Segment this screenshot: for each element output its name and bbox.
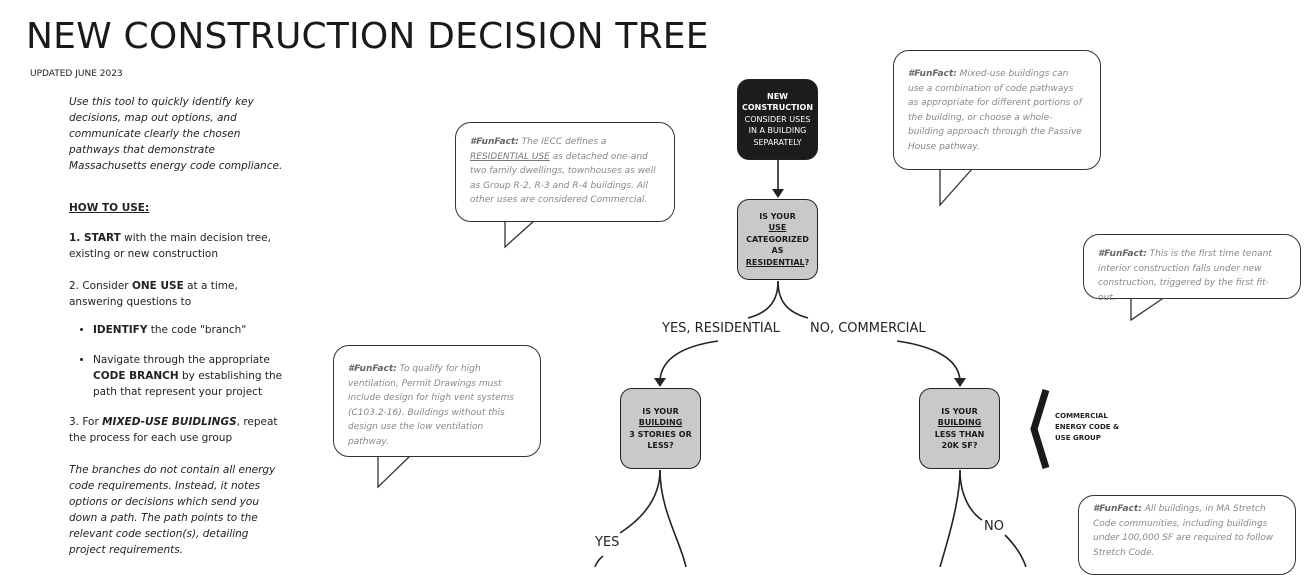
node-text: IS YOUR (642, 406, 679, 416)
node-residential-question[interactable]: IS YOUR USE CATEGORIZED AS RESIDENTIAL? (737, 199, 818, 280)
funfact-mixed-use: #FunFact: Mixed-use buildings can use a … (893, 50, 1101, 170)
bullet-navigate: Navigate through the appropriate CODE BR… (93, 352, 284, 400)
funfact-residential-use: #FunFact: The IECC defines a RESIDENTIAL… (455, 122, 675, 222)
bubble-tail-icon (939, 168, 973, 207)
funfact-tag: #FunFact: (470, 137, 519, 147)
funfact-stretch-code: #FunFact: All buildings, in MA Stretch C… (1078, 495, 1296, 575)
funfact-text: as detached one-and two family dwellings… (470, 151, 656, 206)
node-text: IS YOUR (941, 406, 978, 416)
bullet-identify: IDENTIFY the code "branch" (93, 322, 284, 338)
bullet-1-text: the code "branch" (147, 324, 247, 336)
funfact-text: All buildings, in MA Stretch Code commun… (1093, 504, 1274, 558)
step-3-pre: 3. For (69, 416, 103, 428)
step-2-pre: 2. Consider (69, 280, 132, 292)
step-3-bold: MIXED-USE BUIDLINGS (102, 416, 237, 428)
step-1-bold: 1. START (69, 232, 121, 244)
node-text: RESIDENTIAL? (746, 257, 810, 269)
bullet-2-text: by establishing the path that represent … (93, 370, 283, 398)
node-text-underlined: BUILDING (937, 418, 982, 427)
node-title: NEW (767, 91, 788, 101)
funfact-tag: #FunFact: (1093, 504, 1142, 514)
node-text: CATEGORIZED AS (746, 234, 809, 256)
funfact-ventilation: #FunFact: To qualify for high ventilatio… (333, 345, 541, 457)
arrow-to-size (896, 340, 961, 381)
branch-yes-residential (747, 280, 779, 319)
branch-label-yes-residential: YES, RESIDENTIAL (662, 321, 780, 336)
node-stories-question[interactable]: IS YOUR BUILDING 3 STORIES OR LESS? (620, 388, 701, 469)
arrow-to-stories (659, 340, 719, 381)
bullet-1-bold: IDENTIFY (93, 324, 148, 336)
branch-label-no: NO (984, 519, 1004, 534)
intro-description: Use this tool to quickly identify key de… (69, 96, 283, 172)
step-3: 3. For MIXED-USE BUIDLINGS, repeat the p… (69, 414, 284, 446)
branch-label-yes: YES (595, 535, 620, 550)
branch-no-commercial (777, 280, 809, 319)
funfact-underlined: RESIDENTIAL USE (470, 151, 550, 162)
instructions-panel: Use this tool to quickly identify key de… (69, 94, 284, 574)
branch-label-no-commercial: NO, COMMERCIAL (810, 321, 926, 336)
node-text-underlined: BUILDING (638, 418, 683, 427)
step-1: 1. START with the main decision tree, ex… (69, 230, 284, 262)
funfact-tag: #FunFact: (348, 364, 397, 374)
bubble-tail-icon (1130, 296, 1166, 322)
node-text: ? (804, 257, 810, 267)
bullet-2-bold: CODE BRANCH (93, 370, 179, 382)
arrowhead-icon (654, 378, 666, 387)
funfact-text: To qualify for high ventilation, Permit … (348, 364, 515, 447)
node-text-underlined: USE (768, 223, 787, 233)
step-2-bullets: IDENTIFY the code "branch" Navigate thro… (69, 322, 284, 400)
arrowhead-icon (772, 189, 784, 198)
updated-date: UPDATED JUNE 2023 (30, 69, 123, 79)
how-to-heading: HOW TO USE: (69, 202, 150, 214)
stories-no-branch (659, 469, 687, 567)
bubble-tail-icon (377, 455, 411, 489)
funfact-text: The IECC defines a (518, 137, 607, 147)
node-subtitle: CONSIDER USES IN A BUILDING SEPARATELY (744, 114, 811, 147)
arrowhead-icon (954, 378, 966, 387)
funfact-text: This is the first time tenant interior c… (1098, 249, 1272, 303)
funfact-tenant-fitout: #FunFact: This is the first time tenant … (1083, 234, 1301, 303)
bracket-chevron-icon (1030, 388, 1050, 470)
funfact-tag: #FunFact: (1098, 249, 1147, 259)
step-2: 2. Consider ONE USE at a time, answering… (69, 278, 284, 310)
stories-yes-branch (619, 469, 661, 534)
disclaimer-note: The branches do not contain all energy c… (69, 464, 276, 556)
node-size-question[interactable]: IS YOUR BUILDING LESS THAN 20K SF? (919, 388, 1000, 469)
node-title: CONSTRUCTION (741, 103, 814, 113)
bubble-tail-icon (504, 219, 536, 249)
funfact-tag: #FunFact: (908, 69, 957, 79)
bullet-2-pre: Navigate through the appropriate (93, 354, 270, 366)
node-new-construction[interactable]: NEW CONSTRUCTION CONSIDER USES IN A BUIL… (737, 79, 818, 160)
step-3-text: , repeat the process for each use group (69, 416, 278, 444)
step-1-text: with the main decision tree, existing or… (69, 232, 271, 260)
node-text: IS YOUR (759, 211, 796, 221)
step-2-text: at a time, answering questions to (69, 280, 238, 308)
node-text: BUILDING LESS THAN 20K SF? (926, 417, 993, 452)
node-text-underlined: RESIDENTIAL (745, 257, 805, 267)
node-text: LESS THAN 20K SF? (934, 429, 985, 451)
node-text: 3 STORIES OR LESS? (629, 429, 692, 451)
page-title: NEW CONSTRUCTION DECISION TREE (26, 16, 709, 57)
funfact-text: Mixed-use buildings can use a combinatio… (908, 69, 1082, 152)
size-no-branch (1004, 534, 1027, 567)
size-yes-branch (939, 469, 961, 567)
commercial-code-label: COMMERCIAL ENERGY CODE & USE GROUP (1055, 412, 1120, 442)
step-2-bold: ONE USE (131, 280, 184, 292)
